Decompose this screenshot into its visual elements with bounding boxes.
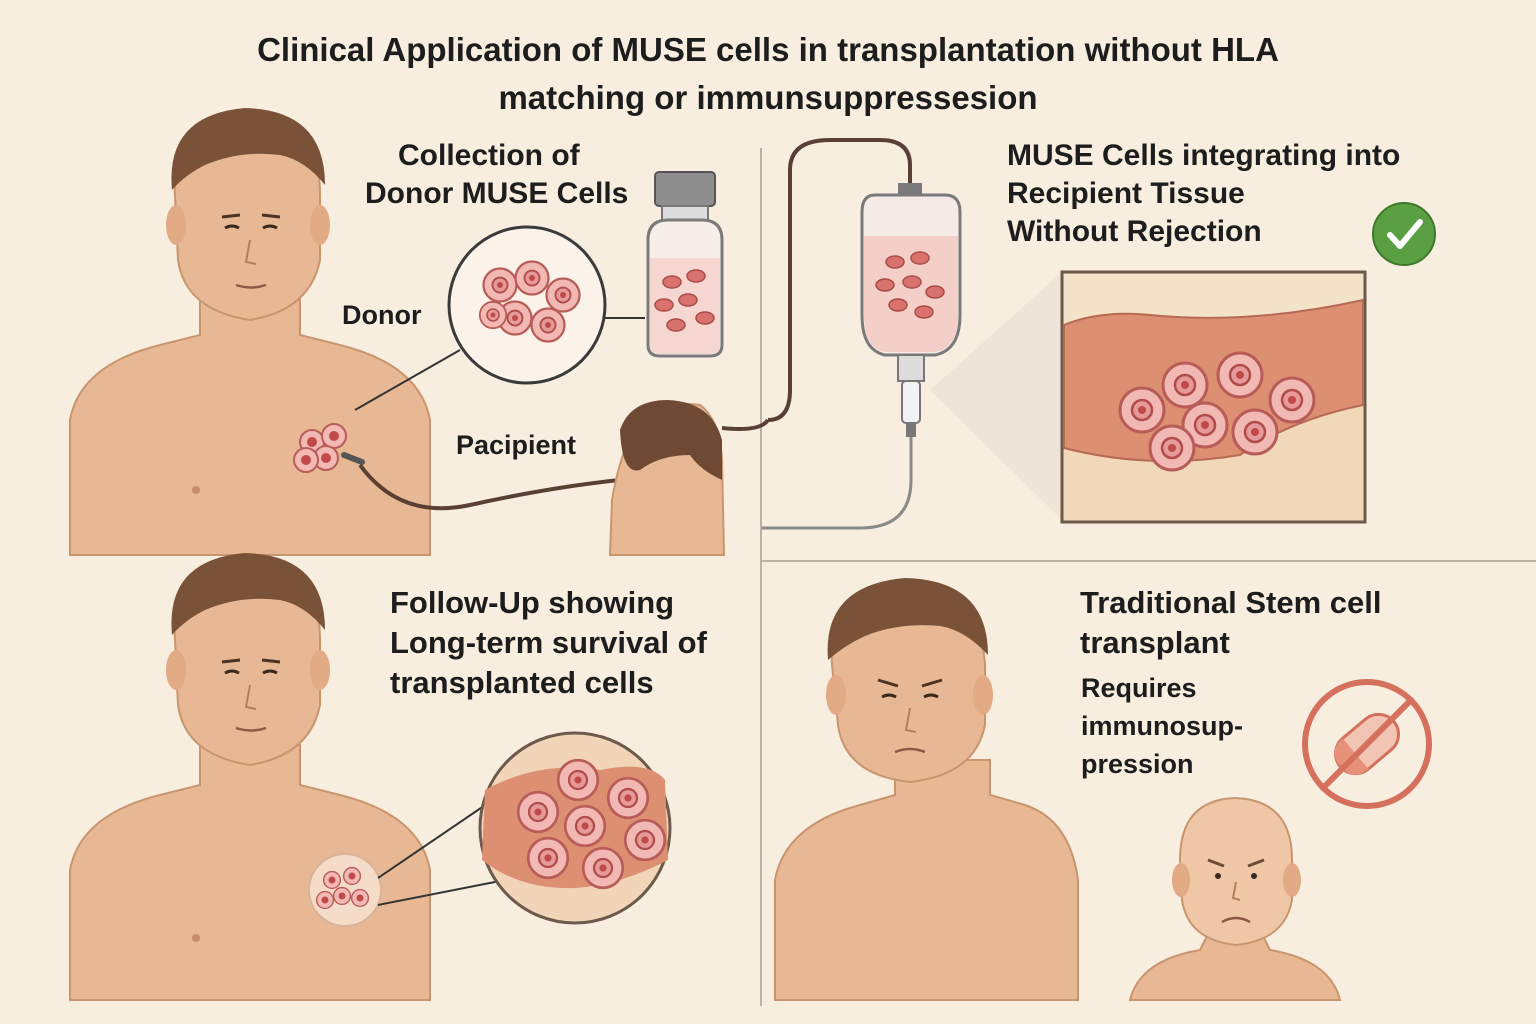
followup-heading-line-2: Long-term survival of: [390, 625, 707, 660]
followup-tissue-magnified: [478, 731, 672, 925]
title-line-1: Clinical Application of MUSE cells in tr…: [257, 31, 1279, 68]
note-line-3: pression: [1081, 749, 1194, 779]
traditional-patient-figure: [774, 578, 1079, 1001]
donor-figure: [69, 108, 431, 556]
integration-heading: MUSE Cells integrating into Recipient Ti…: [1007, 137, 1400, 251]
zoom-beam: [930, 272, 1062, 520]
immunosuppression-note: Requires immunosup- pression: [1081, 669, 1243, 783]
integration-heading-line-1: MUSE Cells integrating into: [1007, 139, 1401, 172]
transfer-tube: [358, 463, 641, 511]
collection-heading-line-1: Collection of: [398, 139, 580, 172]
followup-heading-line-1: Follow-Up showing: [390, 585, 675, 620]
tissue-magnified: [1060, 270, 1367, 524]
traditional-heading-line-2: transplant: [1080, 625, 1230, 660]
iv-line: [767, 138, 912, 422]
integration-heading-line-2: Recipient Tissue: [1007, 177, 1245, 210]
no-pill-icon: [1302, 679, 1432, 809]
traditional-heading-line-1: Traditional Stem cell: [1080, 585, 1382, 620]
followup-zoom-lines: [377, 794, 506, 906]
followup-patient-figure: [69, 553, 431, 1001]
donor-cell-cluster: [293, 423, 365, 473]
donor-cells-magnified: [447, 225, 607, 385]
zoom-pointer: [354, 349, 461, 411]
traditional-heading: Traditional Stem cell transplant: [1080, 583, 1381, 663]
worried-bald-patient-figure: [1128, 796, 1342, 1001]
diagram-title: Clinical Application of MUSE cells in tr…: [0, 26, 1536, 122]
collection-heading-2: Donor MUSE Cells: [365, 175, 628, 213]
horizontal-divider: [762, 560, 1536, 562]
integration-heading-line-3: Without Rejection: [1007, 215, 1262, 248]
recipient-figure: [608, 400, 770, 556]
note-line-1: Requires: [1081, 673, 1197, 703]
title-line-2: matching or immunsuppressesion: [498, 79, 1038, 116]
followup-heading-line-3: transplanted cells: [390, 665, 654, 700]
donor-label: Donor: [342, 300, 422, 330]
followup-heading: Follow-Up showing Long-term survival of …: [390, 583, 707, 703]
note-line-2: immunosup-: [1081, 711, 1243, 741]
collection-heading: Collection of: [398, 137, 580, 175]
drip-tube: [762, 437, 913, 530]
collection-heading-line-2: Donor MUSE Cells: [365, 177, 629, 210]
recipient-label: Pacipient: [456, 430, 577, 460]
vertical-divider: [760, 148, 762, 1006]
check-circle-icon: [1372, 202, 1436, 266]
vial-icon: [646, 171, 724, 358]
iv-bag-icon: [860, 183, 962, 437]
